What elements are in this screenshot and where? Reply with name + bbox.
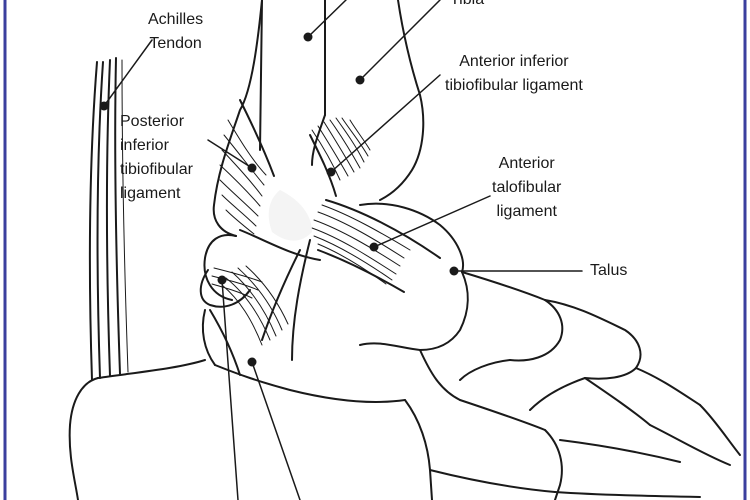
label-achilles-tendon: Achilles Tendon — [148, 11, 204, 52]
label-anterior-talofibular-ligament: Anterior talofibular ligament — [492, 155, 562, 220]
midfoot-bones-shape — [419, 271, 741, 500]
ligament-crossing-lines — [239, 229, 321, 361]
lateral-malleolus-shape — [199, 234, 251, 308]
label-posterior-inferior-tibiofibular-ligament: Posterior inferior tibiofibular ligament — [120, 113, 193, 202]
label-tibia: Tibia — [450, 0, 484, 12]
achilles-tendon-shape — [88, 57, 129, 381]
cuboid-shape — [429, 469, 701, 498]
calcaneus-shape — [68, 309, 433, 500]
talofibular-ligament-fibers — [311, 199, 441, 293]
ligament-centre-shade — [268, 190, 312, 241]
posterior-ligament-fibers — [219, 99, 275, 235]
anterior-ligament-fibers — [309, 117, 371, 197]
leader-dots — [99, 32, 459, 367]
leader-lines — [103, 0, 583, 500]
talus-shape — [359, 202, 469, 351]
label-anterior-inferior-tibiofibular-ligament: Anterior inferior tibiofibular ligament — [445, 53, 583, 94]
label-talus: Talus — [590, 262, 628, 279]
tibia-shape — [311, 0, 425, 201]
